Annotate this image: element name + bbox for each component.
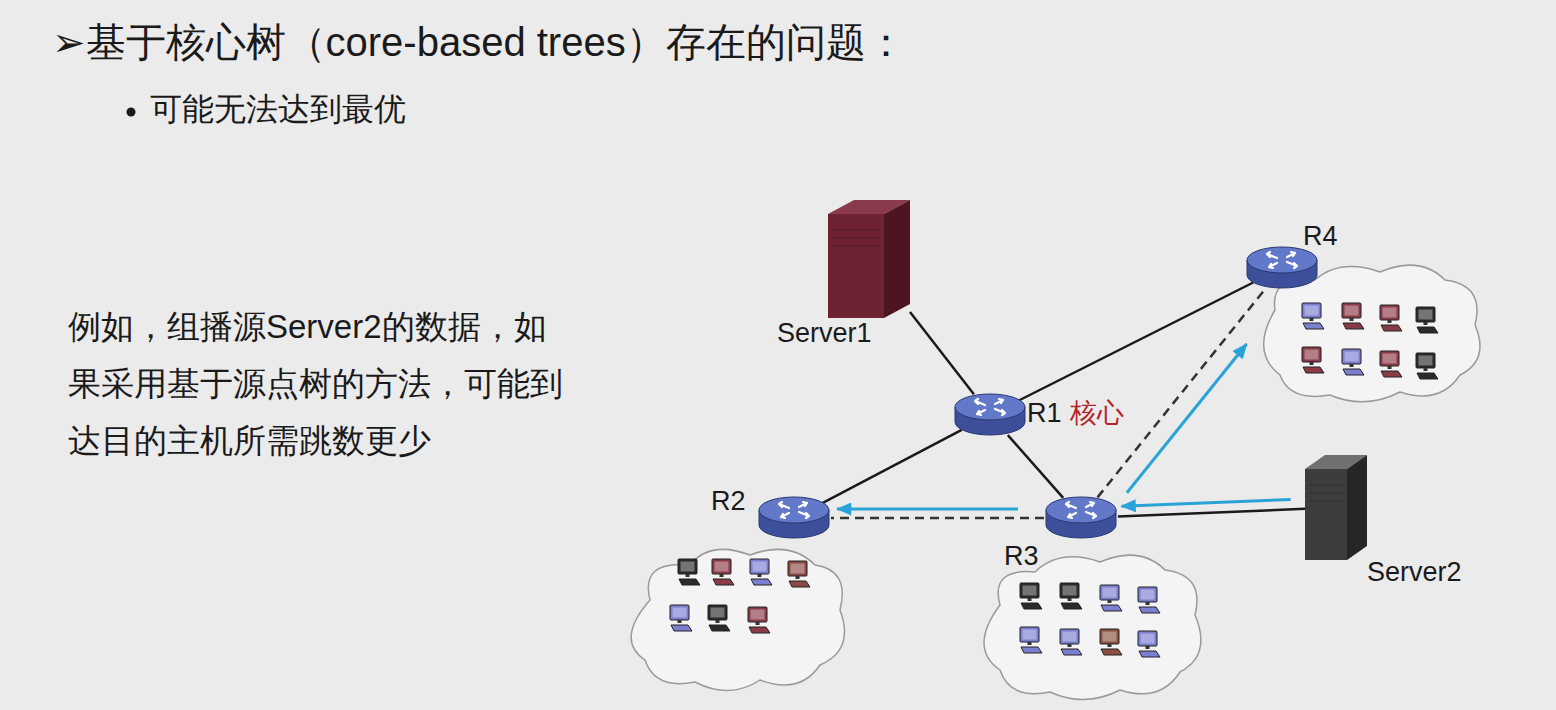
bullet-text: 可能无法达到最优	[150, 88, 670, 131]
computer-icon	[712, 559, 734, 585]
computer-icon	[748, 607, 770, 633]
server-symbol	[828, 200, 910, 318]
network-link	[910, 312, 974, 394]
node-label-group: R4	[1303, 221, 1338, 252]
dashed-link	[1098, 289, 1266, 498]
core-tag: 核心	[1070, 398, 1124, 428]
computer-icon	[1302, 347, 1324, 373]
node-label-group: R2	[711, 486, 746, 517]
computer-icon	[1138, 631, 1160, 657]
node-label: R4	[1303, 221, 1338, 251]
router-symbol	[953, 392, 1027, 438]
network-link	[1118, 509, 1305, 517]
node-label-group: R1 核心	[1027, 398, 1124, 429]
note-text: 例如，组播源Server2的数据，如果采用基于源点树的方法，可能到达目的主机所需…	[68, 298, 568, 469]
server-node: Server1	[828, 200, 910, 318]
flow-arrow	[1127, 344, 1247, 493]
router-symbol	[757, 495, 831, 541]
lan-cloud	[631, 549, 844, 690]
computer-icon	[1416, 353, 1438, 379]
computer-icon	[1342, 303, 1364, 329]
flow-arrow	[837, 508, 1018, 511]
network-link	[822, 430, 961, 503]
lan-cloud	[984, 555, 1201, 699]
computer-icon	[1060, 583, 1082, 609]
node-label: R2	[711, 486, 746, 516]
computer-icon	[1380, 351, 1402, 377]
router-node: R4	[1245, 245, 1319, 291]
computer-icon	[750, 559, 772, 585]
node-label-group: Server2	[1367, 557, 1462, 588]
server-node: Server2	[1305, 455, 1367, 560]
computer-icon	[1100, 585, 1122, 611]
router-node: R1核心	[953, 392, 1027, 438]
router-symbol	[1044, 495, 1118, 541]
bullet-dot	[127, 108, 136, 117]
node-label: Server2	[1367, 557, 1462, 587]
node-label: R1	[1027, 398, 1062, 428]
computer-icon	[788, 561, 810, 587]
computer-icon	[670, 605, 692, 631]
computer-icon	[1020, 627, 1042, 653]
computer-icon	[1060, 629, 1082, 655]
server-symbol	[1305, 455, 1367, 560]
router-node: R2	[757, 495, 831, 541]
node-label-group: R3	[1004, 541, 1039, 572]
computer-icon	[1138, 587, 1160, 613]
router-node: R3	[1044, 495, 1118, 541]
computer-icon	[1100, 629, 1122, 655]
computer-icon	[1416, 307, 1438, 333]
node-label: R3	[1004, 541, 1039, 571]
network-link	[1008, 435, 1063, 498]
computer-icon	[1020, 583, 1042, 609]
dashed-link	[831, 517, 1044, 520]
node-label: Server1	[777, 318, 872, 348]
computer-icon	[678, 559, 700, 585]
router-symbol	[1245, 245, 1319, 291]
slide-title: ➢基于核心树（core-based trees）存在的问题：	[52, 16, 906, 68]
flow-arrow	[1122, 499, 1291, 506]
network-link	[1019, 283, 1253, 401]
node-label-group: Server1	[777, 318, 872, 349]
computer-icon	[1342, 349, 1364, 375]
computer-icon	[708, 605, 730, 631]
computer-icon	[1302, 303, 1324, 329]
computer-icon	[1380, 305, 1402, 331]
